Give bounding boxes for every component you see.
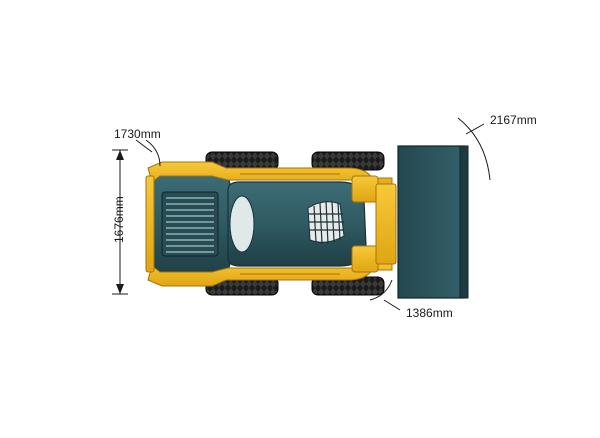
dimension-annotations bbox=[112, 117, 491, 311]
machine-body bbox=[149, 171, 367, 277]
arm-brace-bottom bbox=[351, 245, 379, 273]
dim-1730-arc bbox=[145, 139, 161, 167]
label-bucket-width: 2167mm bbox=[490, 113, 537, 127]
loader-arms bbox=[145, 161, 397, 287]
hydraulic-lines bbox=[240, 173, 340, 275]
dim-2167-leader bbox=[465, 123, 485, 135]
label-wheel-track: 1676mm bbox=[112, 196, 126, 243]
arm-brace-top bbox=[351, 175, 379, 203]
dim-1386-leader bbox=[383, 299, 401, 311]
bucket bbox=[397, 145, 469, 299]
engine-grille bbox=[161, 191, 219, 257]
bucket-cutting-edge bbox=[459, 145, 469, 299]
front-cage-grid bbox=[307, 200, 345, 245]
rear-bumper-left bbox=[145, 175, 155, 273]
label-overall-width: 1730mm bbox=[114, 127, 161, 141]
label-wheelbase: 1386mm bbox=[406, 306, 453, 320]
dimension-arrowheads bbox=[116, 150, 124, 294]
rear-window bbox=[229, 195, 255, 253]
dim-2167-arc bbox=[457, 117, 491, 181]
dim-1730-leader bbox=[135, 139, 153, 153]
tire-front-top bbox=[311, 151, 385, 171]
tires bbox=[205, 151, 385, 296]
bucket-body bbox=[397, 145, 465, 299]
quick-attach-plate bbox=[375, 183, 397, 265]
dim-1386-arc bbox=[369, 279, 393, 301]
